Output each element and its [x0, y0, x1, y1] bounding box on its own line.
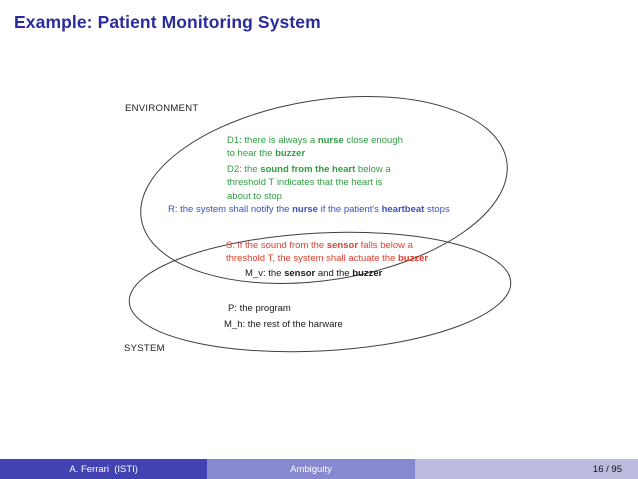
requirement-r: R: the system shall notify the nurse if … [168, 204, 450, 215]
system-label: SYSTEM [124, 343, 165, 354]
shared-phenomena-mv: M_v: the sensor and the buzzer [245, 268, 383, 279]
specification-s: S: if the sound from the sensor falls be… [226, 240, 429, 265]
program-p: P: the program [228, 303, 291, 314]
system-ellipse [128, 231, 512, 353]
environment-label: ENVIRONMENT [125, 103, 199, 114]
domain-assumption-d1: D1: there is always a nurse close enough… [227, 135, 403, 160]
footer-author: A. Ferrari (ISTI) [0, 459, 208, 479]
footer-section-title: Ambiguity [207, 459, 415, 479]
slide-title: Example: Patient Monitoring System [14, 12, 321, 32]
footer-page-number: 16 / 95 [414, 459, 638, 479]
environment-ellipse [140, 96, 508, 284]
slide-footer: A. Ferrari (ISTI) Ambiguity 16 / 95 [0, 459, 638, 479]
hardware-mh: M_h: the rest of the harware [224, 319, 343, 330]
